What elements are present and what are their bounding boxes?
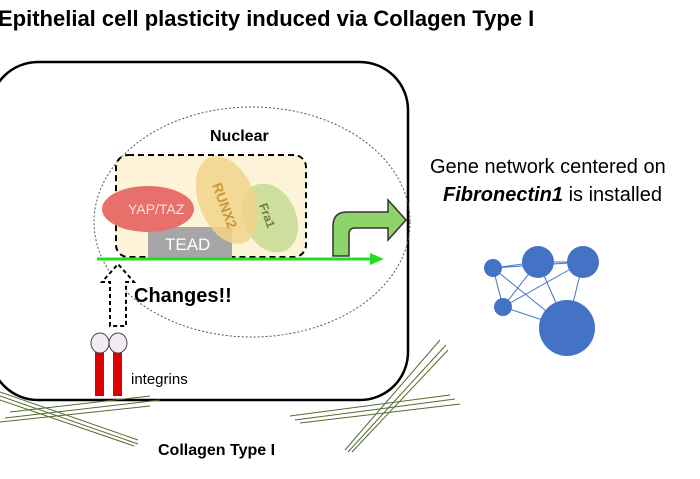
integrin-stem-right — [113, 351, 122, 396]
gene-network-text-line2: Fibronectin1 is installed — [443, 184, 662, 207]
transcription-arrow — [332, 198, 408, 257]
integrins-label: integrins — [131, 371, 188, 388]
gene-name: Fibronectin1 — [443, 184, 564, 206]
cell-membrane — [0, 60, 410, 402]
collagen-fibers-right — [289, 339, 461, 453]
network-node — [484, 259, 502, 277]
integrin-head-right — [108, 332, 128, 354]
dna-arrowhead — [370, 253, 384, 265]
collagen-fibers-left — [0, 391, 161, 447]
nucleus-outline — [93, 106, 411, 338]
nucleus-label: Nuclear — [210, 128, 269, 145]
yap-taz-label: YAP/TAZ — [128, 201, 185, 217]
collagen-label: Collagen Type I — [158, 442, 276, 459]
network-node — [494, 298, 512, 316]
integrin-stem-left — [95, 351, 104, 396]
changes-label: Changes!! — [134, 285, 232, 307]
yap-taz-shape — [102, 186, 194, 232]
network-hub-node — [539, 300, 595, 356]
runx2-shape — [195, 156, 259, 244]
network-node — [522, 246, 554, 278]
gene-network-suffix: is installed — [563, 184, 662, 206]
signal-up-arrow — [99, 262, 137, 327]
figure-title: Epithelial cell plasticity induced via C… — [0, 6, 535, 31]
tead-label: TEAD — [165, 235, 210, 254]
integrin-head-left — [90, 332, 110, 354]
network-node — [567, 246, 599, 278]
gene-network-text-line1: Gene network centered on — [430, 156, 666, 178]
